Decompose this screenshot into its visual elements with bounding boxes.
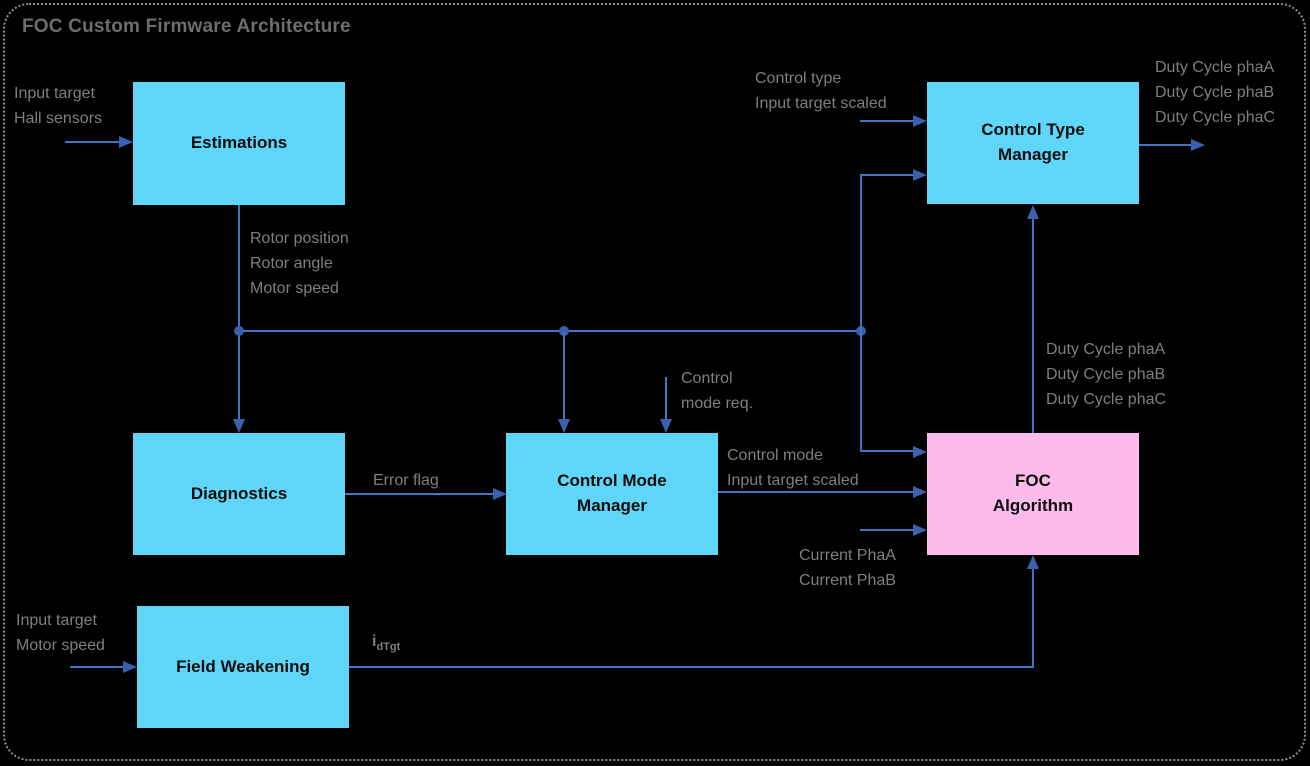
edge-fw-input-arrowhead [123, 661, 137, 673]
edge-input-estimations-arrowhead [119, 136, 133, 148]
block-control-mode-manager: Control Mode Manager [506, 433, 718, 555]
edge-bus-diagnostics-arrowhead [233, 419, 245, 433]
label-idtgt-base: i [372, 633, 377, 650]
label-error-flag: Error flag [373, 472, 439, 489]
edge-error-flag-arrowhead [493, 488, 507, 500]
label-control-type-inputs: Control type Input target scaled [755, 70, 887, 112]
edge-estimations-bus-v [238, 205, 240, 331]
block-estimations-label: Estimations [190, 133, 288, 153]
block-diagnostics-label: Diagnostics [190, 483, 288, 503]
edge-current-input-line [860, 529, 913, 531]
edge-input-estimations-line [65, 141, 119, 143]
block-control-mode-manager-label: Control Mode Manager [557, 471, 667, 515]
label-field-weakening-inputs: Input target Motor speed [16, 612, 105, 654]
edge-bus-cmm-arrowhead [558, 419, 570, 433]
block-foc-algorithm-label: FOC Algorithm [992, 471, 1074, 515]
edge-ctm-output-arrowhead [1191, 139, 1205, 151]
edge-fw-input-line [70, 666, 123, 668]
edge-bus-ctm-arrowhead [913, 169, 927, 181]
edge-bus-foc-h [860, 450, 913, 452]
edge-mode-req-arrowhead [660, 419, 672, 433]
edge-bus-ctm-h [860, 174, 913, 176]
diagram-title: FOC Custom Firmware Architecture [22, 16, 351, 37]
edge-bus-diagnostics-v [238, 331, 240, 419]
block-field-weakening: Field Weakening [137, 606, 349, 728]
block-control-type-manager: Control Type Manager [927, 82, 1139, 204]
label-control-mode-request: Control mode req. [681, 370, 754, 412]
label-current-inputs: Current PhaA Current PhaB [799, 547, 896, 589]
edge-ctm-output-line [1139, 144, 1191, 146]
edge-bus-foc-v [860, 331, 862, 452]
label-estimations-outputs: Rotor position Rotor angle Motor speed [250, 230, 349, 297]
edge-fw-foc-h [349, 666, 1034, 668]
edge-current-input-arrowhead [913, 524, 927, 536]
edge-foc-ctm-line [1032, 219, 1034, 433]
edge-bus-ctm-v [860, 174, 862, 331]
label-idtgt: idTgt [372, 629, 400, 660]
label-estimations-inputs: Input target Hall sensors [14, 85, 103, 127]
bus-junction-dot-left [234, 326, 244, 336]
block-control-type-manager-label: Control Type Manager [981, 120, 1085, 164]
block-estimations: Estimations [133, 82, 345, 205]
block-foc-algorithm: FOC Algorithm [927, 433, 1139, 555]
edge-bus-cmm-v [563, 331, 565, 419]
edge-control-type-input-line [860, 120, 913, 122]
edge-bus-foc-arrowhead [913, 446, 927, 458]
edge-mode-req-line [665, 377, 667, 419]
label-duty-cycle-outputs: Duty Cycle phaA Duty Cycle phaB Duty Cyc… [1155, 59, 1276, 126]
block-diagnostics: Diagnostics [133, 433, 345, 555]
edge-bus-horizontal [238, 330, 862, 332]
label-control-mode-outputs: Control mode Input target scaled [727, 447, 859, 489]
edge-fw-foc-v [1032, 569, 1034, 668]
block-field-weakening-label: Field Weakening [176, 656, 310, 676]
edge-cmm-foc-arrowhead [913, 486, 927, 498]
edge-cmm-foc-line [718, 491, 913, 493]
edge-foc-ctm-arrowhead [1027, 205, 1039, 219]
edge-control-type-input-arrowhead [913, 115, 927, 127]
edge-fw-foc-arrowhead [1027, 555, 1039, 569]
label-foc-duty-outputs: Duty Cycle phaA Duty Cycle phaB Duty Cyc… [1046, 341, 1167, 408]
label-idtgt-subscript: dTgt [376, 641, 401, 653]
edge-error-flag-line [345, 493, 493, 495]
